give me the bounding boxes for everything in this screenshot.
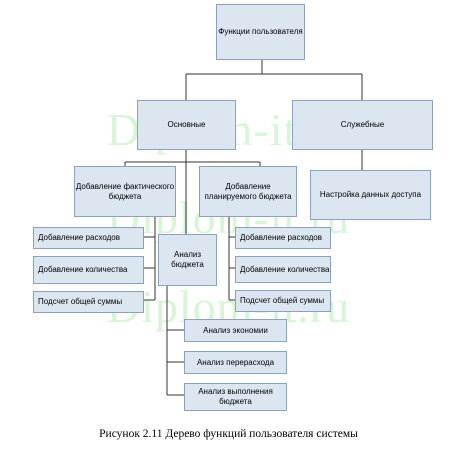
node-right-total: Подсчет общей суммы (235, 290, 331, 312)
node-execution-analysis: Анализ выполнения бюджета (184, 383, 287, 411)
node-right-add-expenses: Добавление расходов (235, 227, 331, 249)
node-planned-budget: Добавление планируемого бюджета (199, 166, 297, 217)
connector (124, 150, 261, 234)
connector (185, 60, 363, 100)
node-root: Функции пользователя (216, 4, 305, 60)
connector (228, 217, 235, 301)
node-actual-budget: Добавление фактического бюджета (74, 166, 176, 217)
node-overspend-analysis: Анализ перерасхода (184, 351, 287, 374)
node-left-total: Подсчет общей суммы (33, 291, 144, 313)
node-left-add-expenses: Добавление расходов (33, 227, 144, 249)
connector (166, 286, 184, 396)
node-savings-analysis: Анализ экономии (184, 319, 287, 342)
connector (144, 217, 156, 301)
node-main: Основные (137, 100, 236, 150)
node-right-add-quantity: Добавление количества (235, 256, 331, 283)
figure-caption: Рисунок 2.11 Дерево функций пользователя… (99, 428, 358, 440)
node-service: Служебные (292, 100, 433, 150)
node-analysis: Анализ бюджета (158, 234, 217, 286)
node-left-add-quantity: Добавление количества (33, 256, 144, 284)
node-access-settings: Настройка данных доступа (310, 170, 431, 220)
